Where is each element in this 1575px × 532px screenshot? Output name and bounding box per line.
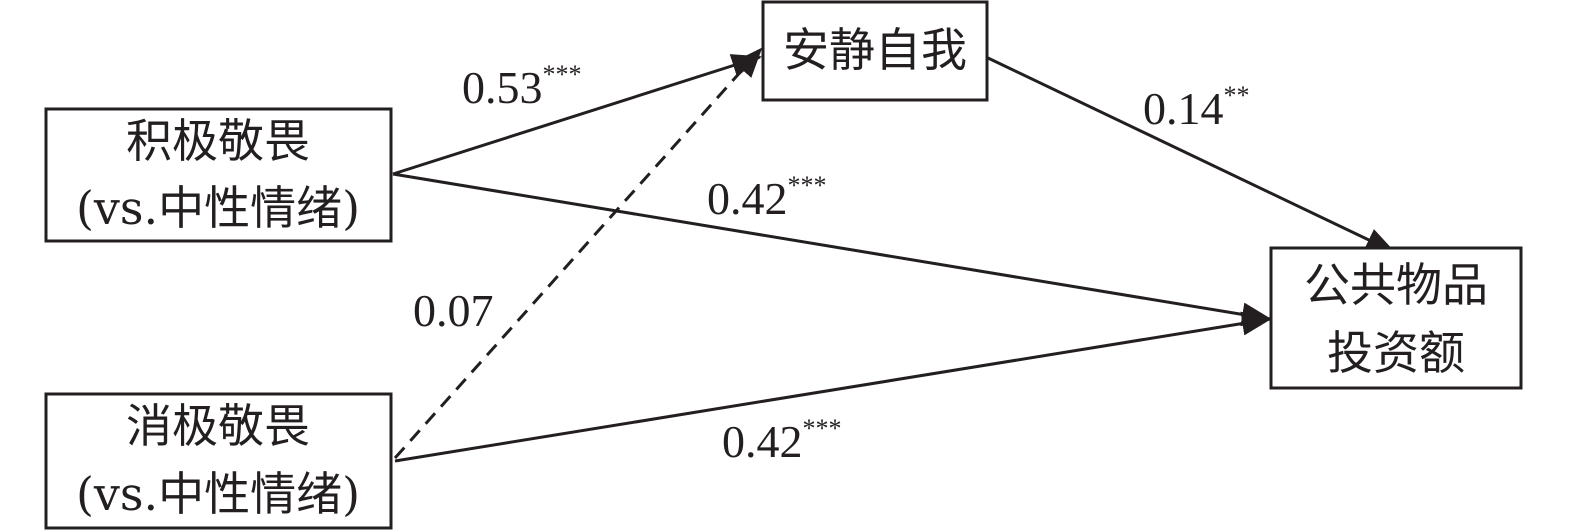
node-positive-awe-line2: (vs.中性情绪) (76, 181, 360, 235)
node-public-goods-line1: 公共物品 (1304, 258, 1488, 312)
edge-quiet-ego-to-public-goods (987, 56, 1396, 254)
node-negative-awe-line2: (vs.中性情绪) (76, 467, 360, 521)
edge-positive-to-public-goods (392, 172, 1272, 327)
node-negative-awe-line1: 消极敬畏 (126, 399, 310, 453)
edge-negative-to-public-goods (394, 311, 1272, 463)
coef-negative-to-quiet-ego: 0.07 (413, 285, 494, 336)
node-quiet-ego: 安静自我 (761, 0, 989, 102)
coef-positive-to-quiet-ego: 0.53*** (462, 60, 582, 113)
node-negative-awe: 消极敬畏 (vs.中性情绪) (44, 392, 393, 530)
node-quiet-ego-line1: 安静自我 (783, 23, 967, 77)
edge-positive-to-quiet-ego (392, 54, 762, 176)
node-public-goods: 公共物品 投资额 (1269, 246, 1523, 390)
node-positive-awe-line1: 积极敬畏 (126, 114, 310, 168)
node-positive-awe: 积极敬畏 (vs.中性情绪) (44, 107, 393, 243)
coef-positive-to-public-goods: 0.42*** (707, 171, 827, 224)
coef-quiet-ego-to-public-goods: 0.14** (1143, 81, 1250, 134)
edge-negative-to-quiet-ego (393, 47, 763, 460)
node-public-goods-line2: 投资额 (1327, 326, 1465, 380)
coef-negative-to-public-goods: 0.42*** (722, 414, 842, 467)
